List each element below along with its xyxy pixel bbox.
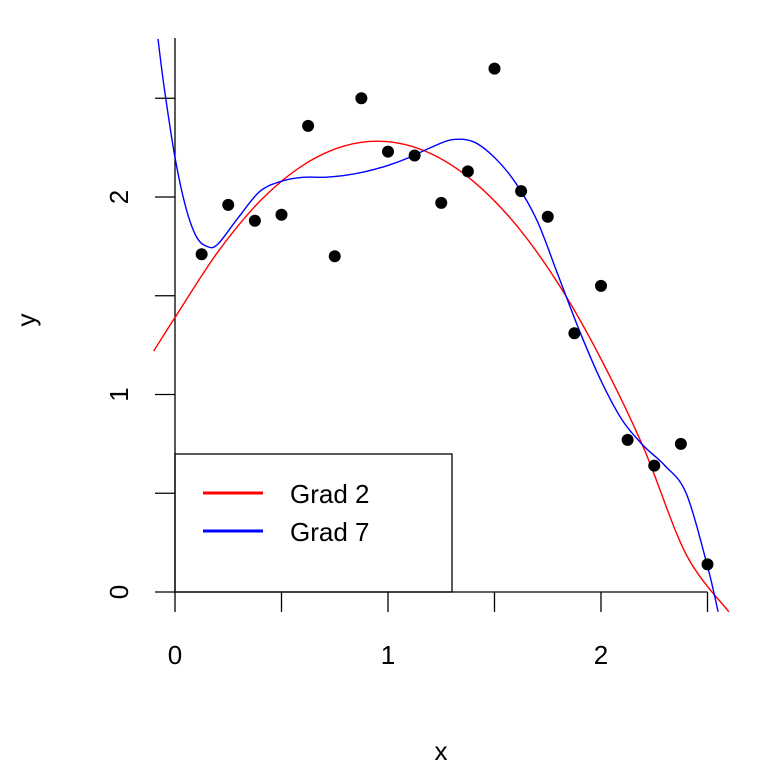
data-point — [248, 214, 261, 227]
x-axis-title: x — [435, 736, 448, 766]
data-point — [674, 437, 687, 450]
data-point — [515, 185, 528, 198]
data-point — [382, 145, 394, 158]
data-point — [302, 119, 315, 132]
legend-label-grad-7: Grad 7 — [290, 517, 370, 547]
data-point — [408, 149, 421, 162]
data-point — [621, 433, 634, 446]
legend-label-grad-2: Grad 2 — [290, 479, 370, 509]
x-tick-label: 2 — [594, 640, 608, 670]
y-tick-label: 0 — [104, 585, 134, 599]
data-point — [541, 210, 554, 223]
y-tick-label: 2 — [104, 190, 134, 204]
curve-grad-7 — [157, 38, 719, 612]
data-point — [195, 248, 208, 261]
data-point — [355, 92, 368, 105]
fitted-curves — [153, 38, 730, 613]
data-point — [488, 62, 501, 75]
data-point — [701, 558, 714, 571]
data-point — [435, 196, 448, 209]
data-point — [595, 279, 607, 292]
axes: 0 1 2 0 1 2 — [104, 38, 709, 670]
data-point — [275, 208, 288, 221]
data-points — [195, 62, 714, 571]
legend: Grad 2 Grad 7 — [174, 453, 453, 593]
curve-grad-2 — [153, 140, 730, 613]
data-point — [328, 250, 341, 263]
data-point — [568, 327, 581, 340]
data-point — [461, 165, 474, 178]
data-point — [222, 198, 235, 211]
y-tick-label: 1 — [104, 387, 134, 401]
x-tick-label: 0 — [168, 640, 182, 670]
x-tick-label: 1 — [381, 640, 395, 670]
legend-box — [174, 453, 453, 593]
data-point — [648, 459, 661, 472]
y-axis-title: y — [11, 314, 41, 327]
